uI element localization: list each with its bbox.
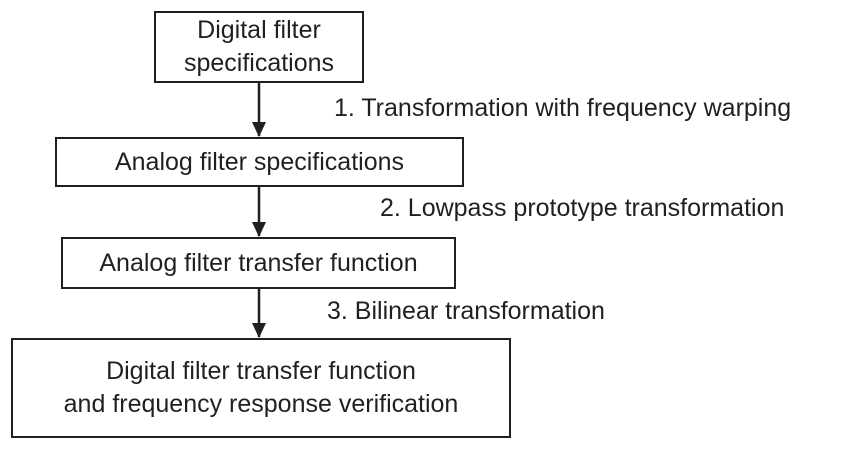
analog-filter-specifications-box: Analog filter specifications — [55, 137, 464, 187]
arrow-2 — [252, 186, 266, 237]
arrow-3 — [252, 289, 266, 338]
arrow-1 — [252, 82, 266, 137]
analog-filter-transfer-function-box: Analog filter transfer function — [61, 237, 456, 289]
box-line: Digital filter transfer function — [106, 357, 416, 385]
step-1-label: 1. Transformation with frequency warping — [334, 94, 792, 122]
digital-filter-transfer-function-box: Digital filter transfer function and fre… — [11, 338, 511, 438]
box-line: Analog filter transfer function — [99, 248, 418, 277]
box-line: Digital filter — [197, 16, 321, 44]
step-3-label: 3. Bilinear transformation — [327, 297, 605, 325]
box-line: and frequency response verification — [63, 390, 459, 418]
box-line: Analog filter specifications — [114, 147, 405, 176]
digital-filter-specifications-box: Digital filter specifications — [154, 11, 364, 83]
step-2-label: 2. Lowpass prototype transformation — [380, 194, 785, 222]
box-line: specifications — [183, 49, 335, 77]
